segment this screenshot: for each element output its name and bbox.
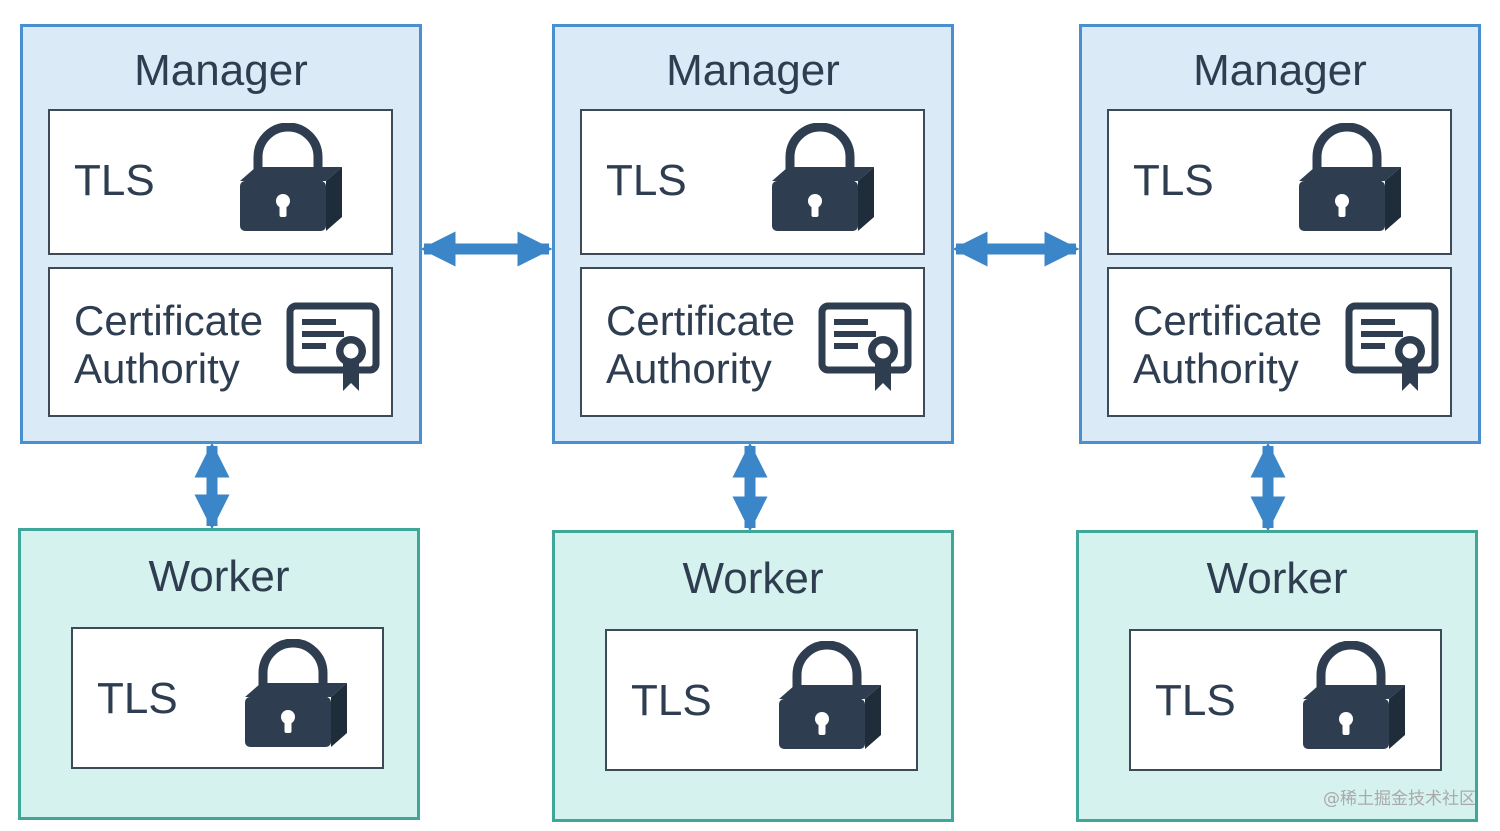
ca-line-1: Certificate <box>606 297 796 344</box>
tls-label: TLS <box>1155 676 1236 725</box>
worker-title: Worker <box>1206 554 1348 603</box>
tls-panel: TLS <box>1129 629 1442 771</box>
certificate-authority-panel: Certificate Authority <box>1107 267 1452 417</box>
ca-line-1: Certificate <box>74 297 264 344</box>
watermark: @稀土掘金技术社区 <box>1323 789 1476 809</box>
worker-node-1: Worker TLS <box>18 528 420 820</box>
tls-label: TLS <box>606 156 687 205</box>
manager-node-3: Manager TLS Certificate Authority <box>1079 24 1481 444</box>
tls-panel: TLS <box>580 109 925 255</box>
lock-icon <box>775 641 885 753</box>
lock-icon <box>1295 123 1405 235</box>
ca-line-2: Authority <box>1133 345 1299 392</box>
manager-title: Manager <box>666 46 840 95</box>
tls-panel: TLS <box>71 627 384 769</box>
lock-icon <box>768 123 878 235</box>
certificate-authority-label: Certificate Authority <box>606 297 795 393</box>
certificate-icon <box>817 301 917 397</box>
tls-panel: TLS <box>605 629 918 771</box>
worker-node-2: Worker TLS <box>552 530 954 822</box>
ca-line-2: Authority <box>606 345 772 392</box>
lock-icon <box>1299 641 1409 753</box>
manager-node-2: Manager TLS Certificate Authority <box>552 24 954 444</box>
lock-icon <box>236 123 346 235</box>
manager-node-1: Manager TLS Certificate Authority <box>20 24 422 444</box>
worker-node-3: Worker TLS <box>1076 530 1478 822</box>
certificate-authority-panel: Certificate Authority <box>580 267 925 417</box>
tls-label: TLS <box>1133 156 1214 205</box>
tls-panel: TLS <box>48 109 393 255</box>
certificate-icon <box>285 301 385 397</box>
tls-label: TLS <box>631 676 712 725</box>
lock-icon <box>241 639 351 751</box>
tls-label: TLS <box>74 156 155 205</box>
manager-title: Manager <box>1193 46 1367 95</box>
tls-panel: TLS <box>1107 109 1452 255</box>
tls-label: TLS <box>97 674 178 723</box>
manager-title: Manager <box>134 46 308 95</box>
worker-title: Worker <box>148 552 290 601</box>
ca-line-1: Certificate <box>1133 297 1323 344</box>
certificate-icon <box>1344 301 1444 397</box>
certificate-authority-panel: Certificate Authority <box>48 267 393 417</box>
certificate-authority-label: Certificate Authority <box>74 297 263 393</box>
ca-line-2: Authority <box>74 345 240 392</box>
worker-title: Worker <box>682 554 824 603</box>
certificate-authority-label: Certificate Authority <box>1133 297 1322 393</box>
